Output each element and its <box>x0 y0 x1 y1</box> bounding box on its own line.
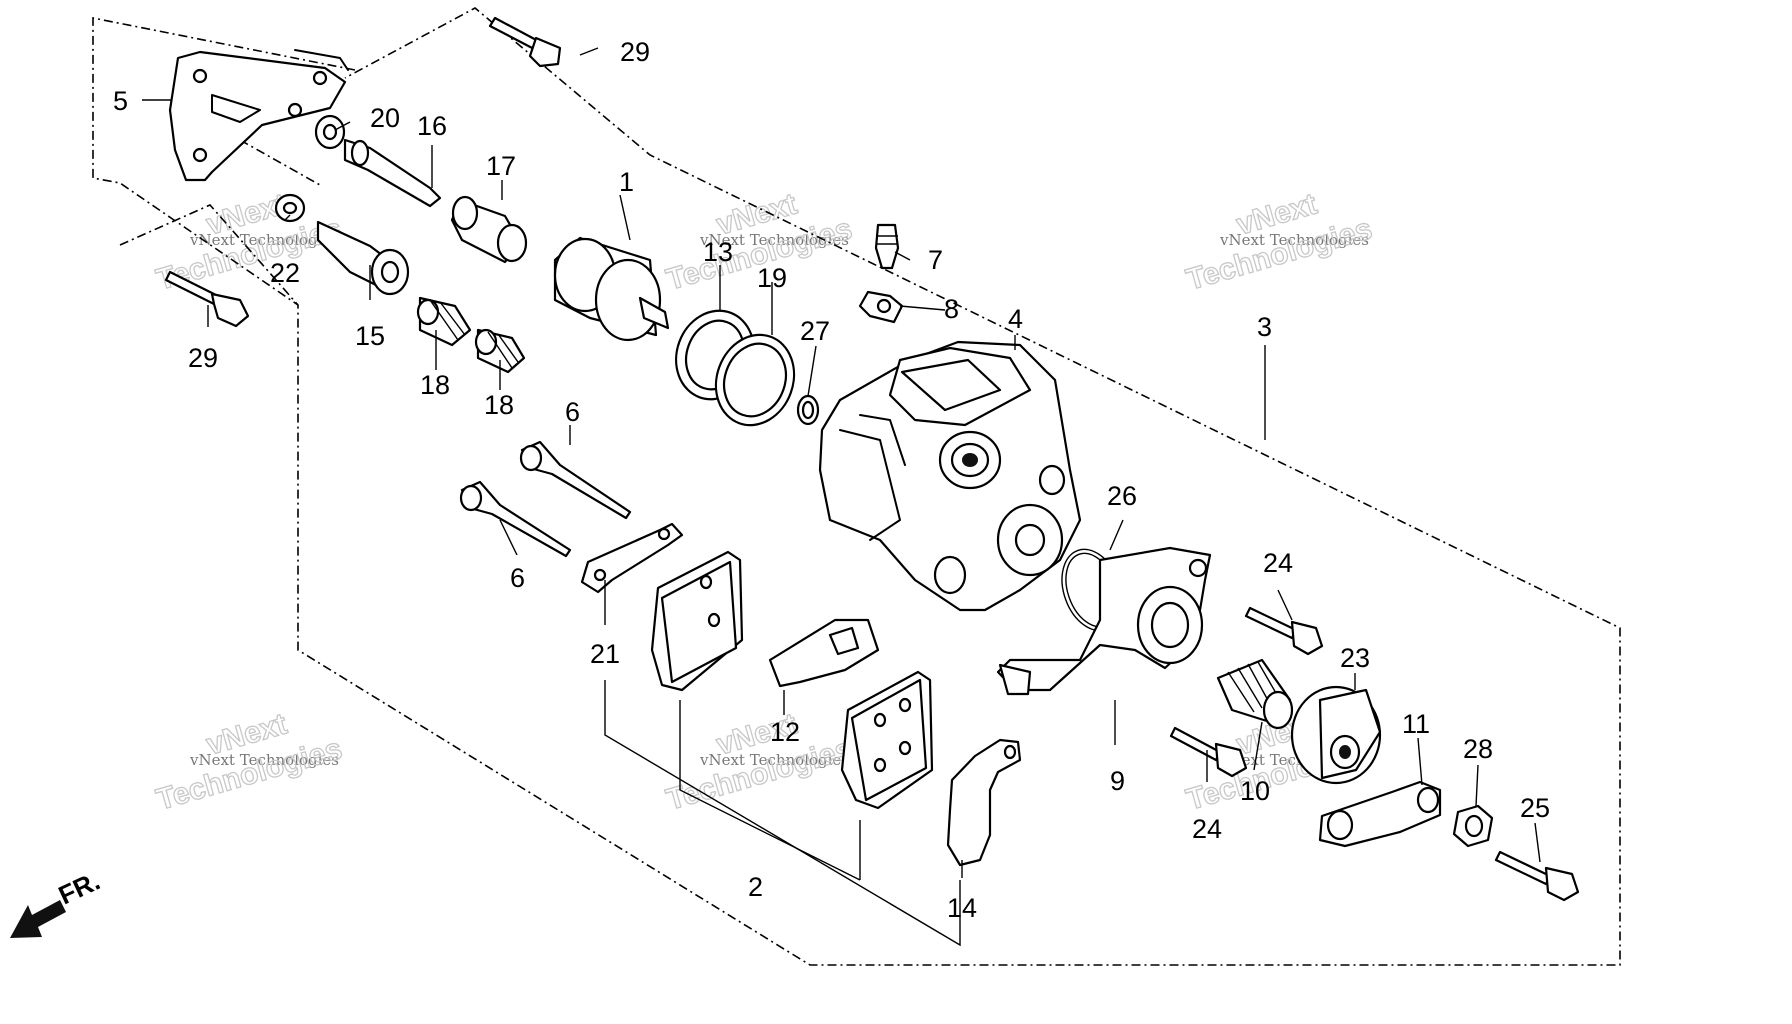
bolt-25 <box>1494 850 1580 902</box>
label-27: 27 <box>800 316 830 346</box>
lever-11 <box>1318 780 1442 848</box>
slide-pin-16 <box>343 138 442 208</box>
label-7: 7 <box>928 245 943 275</box>
nut-28 <box>1452 804 1494 848</box>
label-16: 16 <box>417 111 447 141</box>
pin-6-upper <box>519 440 632 520</box>
label-3: 3 <box>1257 312 1272 342</box>
bolt-29-top <box>488 16 562 68</box>
cap-8 <box>858 290 904 324</box>
label-15: 15 <box>355 321 385 351</box>
label-28: 28 <box>1463 734 1493 764</box>
svg-text:vNext Technologies: vNext Technologies <box>699 751 849 769</box>
label-2: 2 <box>748 872 763 902</box>
label-18-left: 18 <box>420 370 450 400</box>
label-29-left: 29 <box>188 343 218 373</box>
washer-27 <box>796 394 820 426</box>
cam-23 <box>1290 685 1382 785</box>
boot-18-left <box>416 296 472 347</box>
bolt-24-upper <box>1244 606 1324 656</box>
adjuster-housing-9 <box>996 546 1212 696</box>
bolt-29-left <box>164 270 250 328</box>
inner-outline <box>119 204 299 306</box>
label-26: 26 <box>1107 481 1137 511</box>
svg-text:vNext Technologies: vNext Technologies <box>1219 231 1369 249</box>
assembly-outline <box>92 7 1621 966</box>
washer-20 <box>314 114 346 150</box>
group-outlines <box>92 7 1621 966</box>
boot-18-right <box>474 328 526 374</box>
watermark: vNext vNext Technologies Technologies <box>152 707 346 818</box>
svg-text:vNext Technologies: vNext Technologies <box>189 231 339 249</box>
label-23: 23 <box>1340 643 1370 673</box>
bleeder-7 <box>874 223 900 270</box>
front-arrow-icon <box>10 900 66 938</box>
sleeve-15 <box>316 220 410 296</box>
bushing-17 <box>450 195 528 264</box>
parts <box>164 16 1580 902</box>
label-17: 17 <box>486 151 516 181</box>
label-24-upper: 24 <box>1263 548 1293 578</box>
label-20: 20 <box>370 103 400 133</box>
shim-12 <box>768 618 880 688</box>
leader-lines <box>142 47 1541 878</box>
watermark: vNext vNext Technologies Technologies <box>662 707 856 818</box>
upper-outline <box>239 139 321 186</box>
label-18-right: 18 <box>484 390 514 420</box>
washer-22 <box>274 193 306 223</box>
label-19: 19 <box>757 263 787 293</box>
label-5: 5 <box>113 86 128 116</box>
bracket-plate-5 <box>168 49 349 182</box>
bolt-24-lower <box>1169 726 1248 778</box>
pad-leader-2 <box>679 700 861 881</box>
label-13: 13 <box>703 237 733 267</box>
spring-10 <box>1216 658 1294 730</box>
pin-6-lower <box>459 480 572 558</box>
label-10: 10 <box>1240 776 1270 806</box>
label-25: 25 <box>1520 793 1550 823</box>
label-8: 8 <box>944 294 959 324</box>
label-6-lower: 6 <box>510 563 525 593</box>
label-12: 12 <box>770 717 800 747</box>
label-29-top: 29 <box>620 37 650 67</box>
label-9: 9 <box>1110 766 1125 796</box>
brake-pad-2-front <box>650 550 744 692</box>
retainer-clip-14 <box>946 738 1022 867</box>
label-11: 11 <box>1402 709 1430 739</box>
label-14: 14 <box>947 893 977 923</box>
svg-text:vNext Technologies: vNext Technologies <box>699 231 849 249</box>
label-6-upper: 6 <box>565 397 580 427</box>
seal-19 <box>714 333 796 427</box>
pad-bracket-2 <box>604 680 961 947</box>
label-1: 1 <box>619 167 634 197</box>
piston-1 <box>553 236 670 342</box>
watermark: vNext vNext Technologies Technologies <box>1182 187 1376 298</box>
label-4: 4 <box>1008 304 1023 334</box>
svg-text:vNext Technologies: vNext Technologies <box>189 751 339 769</box>
label-24-lower: 24 <box>1192 814 1222 844</box>
front-direction-indicator: FR. <box>10 866 105 938</box>
brake-pad-2-rear <box>840 670 934 810</box>
caliper-body-4 <box>818 340 1082 612</box>
part-number-labels: 1 2 3 4 5 6 6 7 8 9 10 11 12 13 14 15 16… <box>113 37 1550 923</box>
label-22: 22 <box>270 258 300 288</box>
label-21: 21 <box>590 639 620 669</box>
pad-spring-21 <box>580 522 684 594</box>
